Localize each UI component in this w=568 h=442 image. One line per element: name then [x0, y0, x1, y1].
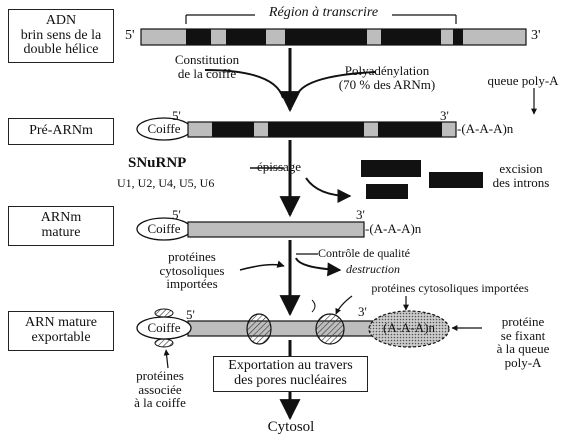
- export-tail-label: (A-A-A)n: [383, 320, 435, 335]
- step-arn-exportable-label: ARN mature exportable: [25, 315, 97, 345]
- mature-3-end: 3': [356, 207, 365, 222]
- arrow-excision: [305, 177, 352, 203]
- arrow-cap-merge: [204, 69, 284, 99]
- proteines-cytosoliques-top: protéines cytosoliques importées: [371, 281, 529, 295]
- step-arnm-mature-label: ARNm mature: [40, 210, 82, 240]
- polyadenylation-label: Polyadénylation (70 % des ARNm): [338, 63, 436, 92]
- proteines-cytosoliques-left: protéines cytosoliques importées: [159, 249, 225, 292]
- mature-cap-label: Coiffe: [147, 221, 181, 236]
- intron-1: [361, 160, 421, 177]
- dna-strand: [140, 28, 527, 46]
- dna-5-end: 5': [125, 28, 135, 43]
- export-3-end: 3': [358, 304, 367, 319]
- step-arn-exportable: ARN mature exportable: [8, 311, 114, 351]
- step-arnm-mature: ARNm mature: [8, 206, 114, 246]
- step-pre-arnm-label: Pré-ARNm: [29, 123, 93, 139]
- step-adn: ADN brin sens de la double hélice: [8, 9, 114, 63]
- step-adn-label: ADN brin sens de la double hélice: [20, 12, 102, 58]
- pre-3-end: 3': [440, 108, 449, 123]
- dna-3-end: 3': [531, 28, 541, 43]
- mature-5-end: 5': [172, 207, 181, 222]
- cytosol-label: Cytosol: [267, 419, 315, 435]
- pre-5-end: 5': [172, 108, 181, 123]
- pre-cap-label: Coiffe: [147, 121, 181, 136]
- arrow-proteins-left: [239, 260, 285, 271]
- exportation-label: Exportation au travers des pores nucléai…: [228, 358, 353, 388]
- proteines-coiffe-label: protéines associée à la coiffe: [134, 368, 186, 411]
- arrow-polya-merge: [295, 71, 376, 99]
- proteine-poly-a-label: protéine se fixant à la queue poly-A: [496, 314, 550, 370]
- export-cap-label: Coiffe: [147, 320, 181, 335]
- epissage-label: épissage: [257, 159, 302, 174]
- snurnp-list: U1, U2, U4, U5, U6: [117, 176, 215, 190]
- step-pre-arnm: Pré-ARNm: [8, 118, 114, 145]
- snurnp-title: SNuRNP: [128, 155, 187, 171]
- arrow-proteins-top: [335, 295, 353, 315]
- export-5-end: 5': [186, 307, 195, 322]
- exportation-box: Exportation au travers des pores nucléai…: [213, 356, 368, 392]
- exportable-rna-strand: [136, 308, 450, 348]
- pre-mrna-strand: [136, 117, 457, 141]
- intron-3: [366, 184, 408, 199]
- coiffe-constitution-label: Constitution de la coiffe: [174, 52, 240, 81]
- mature-tail-label: -(A-A-A)n: [365, 221, 422, 236]
- excision-label: excision des introns: [492, 161, 550, 190]
- arrow-destruction: [295, 257, 342, 277]
- pre-tail-label: -(A-A-A)n: [457, 121, 514, 136]
- destruction-label: destruction: [346, 262, 400, 276]
- region-bracket: [185, 14, 457, 24]
- wavy-mark: [311, 299, 316, 313]
- region-label: Région à transcrire: [268, 5, 379, 20]
- controle-label: Contrôle de qualité: [318, 246, 410, 260]
- arrow-cap-protein: [163, 349, 170, 369]
- queue-poly-a-label: queue poly-A: [487, 73, 559, 88]
- mature-mrna-strand: [136, 217, 365, 241]
- intron-2: [429, 172, 483, 188]
